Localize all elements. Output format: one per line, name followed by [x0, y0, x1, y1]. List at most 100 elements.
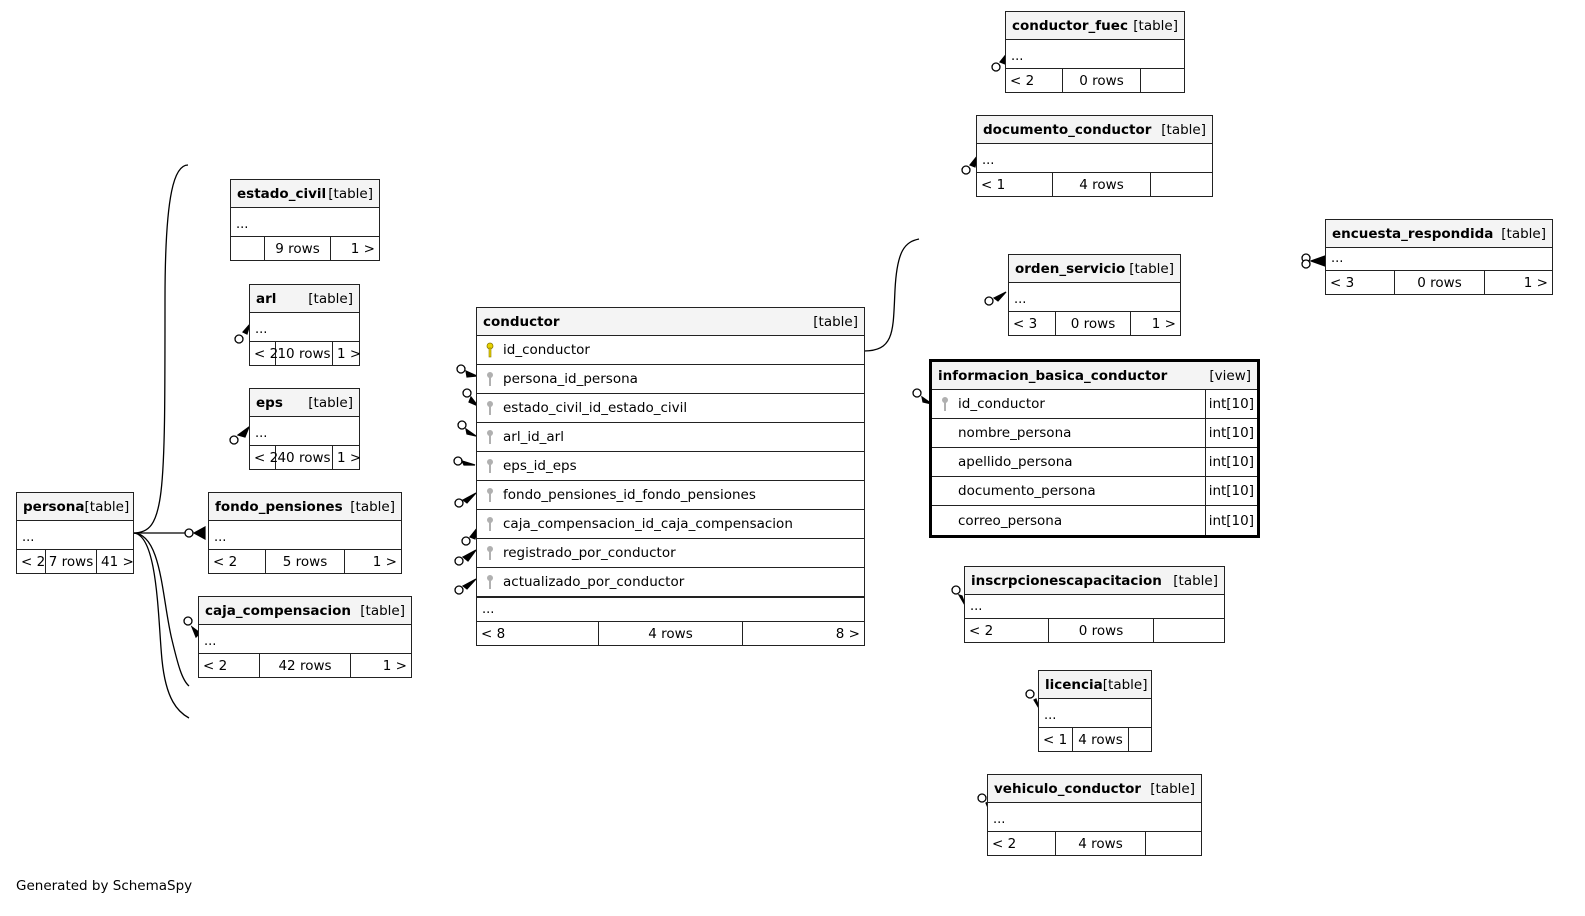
- table-name: estado_civil: [237, 185, 327, 202]
- parent-count[interactable]: [231, 237, 265, 260]
- parent-count[interactable]: < 1: [1039, 728, 1073, 751]
- table-kind: [table]: [328, 185, 373, 202]
- column-row[interactable]: fondo_pensiones_id_fondo_pensiones: [477, 481, 864, 510]
- column-row[interactable]: actualizado_por_conductor: [477, 568, 864, 597]
- child-count[interactable]: [1151, 173, 1212, 196]
- column-row[interactable]: persona_id_persona: [477, 365, 864, 394]
- row-count: 9 rows: [265, 237, 331, 260]
- column-row[interactable]: arl_id_arl: [477, 423, 864, 452]
- child-count[interactable]: 1 >: [337, 345, 362, 362]
- parent-count[interactable]: < 2: [250, 446, 278, 469]
- parent-count[interactable]: < 2: [965, 619, 1049, 642]
- table-documento-conductor[interactable]: documento_conductor [table] ... < 1 4 ro…: [976, 115, 1213, 197]
- parent-count[interactable]: < 2: [199, 654, 260, 677]
- table-conductor[interactable]: conductor [table] id_conductor persona_i…: [476, 307, 865, 646]
- child-count[interactable]: [1129, 728, 1151, 751]
- table-licencia[interactable]: licencia [table] ... < 1 4 rows: [1038, 670, 1152, 752]
- table-kind: [table]: [1133, 17, 1178, 34]
- table-arl[interactable]: arl [table] ... < 2 10 rows 1 >: [249, 284, 361, 366]
- table-name: conductor: [483, 313, 560, 330]
- relationship-line: [132, 532, 190, 687]
- column-row[interactable]: registrado_por_conductor: [477, 539, 864, 568]
- table-kind: [table]: [1150, 780, 1195, 797]
- table-header: eps [table]: [250, 389, 359, 417]
- column-name: nombre_persona: [958, 425, 1072, 441]
- parent-count[interactable]: < 3: [1326, 271, 1395, 294]
- foreign-key-icon: [487, 430, 493, 444]
- column-type: int[10]: [1204, 477, 1257, 505]
- table-kind: [table]: [350, 498, 395, 515]
- table-eps[interactable]: eps [table] ... < 2 40 rows 1 >: [249, 388, 361, 470]
- parent-count[interactable]: < 2: [209, 550, 266, 573]
- child-count[interactable]: [1146, 832, 1201, 855]
- column-row[interactable]: documento_persona int[10]: [932, 477, 1257, 506]
- parent-count[interactable]: < 2: [250, 342, 278, 365]
- column-name: correo_persona: [958, 512, 1063, 529]
- table-header: informacion_basica_conductor [view]: [932, 362, 1257, 390]
- table-footer: 9 rows 1 >: [231, 237, 379, 260]
- view-informacion-basica-conductor[interactable]: informacion_basica_conductor [view] id_c…: [929, 359, 1260, 538]
- table-name: fondo_pensiones: [215, 498, 343, 515]
- child-count[interactable]: 1 >: [1151, 315, 1176, 332]
- column-row[interactable]: eps_id_eps: [477, 452, 864, 481]
- table-kind: [table]: [84, 498, 130, 515]
- parent-count[interactable]: < 2: [1006, 69, 1063, 92]
- table-persona[interactable]: persona [table] ... < 2 7 rows 41 >: [16, 492, 134, 574]
- child-count[interactable]: 1 >: [1523, 274, 1548, 291]
- table-orden-servicio[interactable]: orden_servicio [table] ... < 3 0 rows 1 …: [1008, 254, 1181, 336]
- more-columns: ...: [250, 417, 359, 446]
- relationship-line: [132, 164, 189, 534]
- parent-count[interactable]: < 1: [977, 173, 1053, 196]
- parent-count[interactable]: < 2: [17, 550, 46, 573]
- table-header: vehiculo_conductor [table]: [988, 775, 1201, 803]
- table-inscrpcionescapacitacion[interactable]: inscrpcionescapacitacion [table] ... < 2…: [964, 566, 1225, 643]
- table-name: conductor_fuec: [1012, 17, 1128, 34]
- table-kind: [table]: [1173, 572, 1218, 589]
- parent-count[interactable]: < 2: [988, 832, 1056, 855]
- column-type: int[10]: [1204, 448, 1257, 476]
- column-row[interactable]: caja_compensacion_id_caja_compensacion: [477, 510, 864, 539]
- table-footer: < 1 4 rows: [977, 173, 1212, 196]
- child-count[interactable]: 1 >: [337, 449, 362, 466]
- column-row[interactable]: correo_persona int[10]: [932, 506, 1257, 535]
- table-header: inscrpcionescapacitacion [table]: [965, 567, 1224, 595]
- column-row[interactable]: id_conductor: [477, 336, 864, 365]
- column-name: documento_persona: [958, 483, 1096, 499]
- child-count[interactable]: 1 >: [372, 553, 397, 570]
- table-fondo-pensiones[interactable]: fondo_pensiones [table] ... < 2 5 rows 1…: [208, 492, 402, 574]
- table-name: licencia: [1045, 676, 1103, 693]
- parent-count[interactable]: < 3: [1009, 312, 1056, 335]
- child-count[interactable]: [1141, 69, 1184, 92]
- row-count: 4 rows: [1053, 173, 1151, 196]
- table-header: persona [table]: [17, 493, 133, 521]
- table-estado-civil[interactable]: estado_civil [table] ... 9 rows 1 >: [230, 179, 380, 261]
- column-name: fondo_pensiones_id_fondo_pensiones: [503, 487, 756, 503]
- child-count[interactable]: [1154, 619, 1224, 642]
- child-count[interactable]: 41 >: [101, 553, 134, 570]
- row-count: 4 rows: [1073, 728, 1129, 751]
- column-row[interactable]: estado_civil_id_estado_civil: [477, 394, 864, 423]
- child-count[interactable]: 1 >: [382, 657, 407, 674]
- more-columns: ...: [17, 521, 133, 550]
- row-count: 0 rows: [1049, 619, 1154, 642]
- relationship-line: [863, 238, 920, 352]
- table-kind: [view]: [1209, 367, 1251, 384]
- child-count[interactable]: 8 >: [835, 625, 860, 642]
- column-type: int[10]: [1204, 506, 1257, 535]
- parent-count[interactable]: < 8: [477, 622, 599, 645]
- table-header: encuesta_respondida [table]: [1326, 220, 1552, 248]
- row-count: 40 rows: [276, 446, 333, 469]
- row-count: 10 rows: [276, 342, 333, 365]
- table-name: encuesta_respondida: [1332, 225, 1494, 242]
- table-header: estado_civil [table]: [231, 180, 379, 208]
- table-conductor-fuec[interactable]: conductor_fuec [table] ... < 2 0 rows: [1005, 11, 1185, 93]
- more-columns: ...: [231, 208, 379, 237]
- table-vehiculo-conductor[interactable]: vehiculo_conductor [table] ... < 2 4 row…: [987, 774, 1202, 856]
- child-count[interactable]: 1 >: [350, 240, 375, 257]
- table-encuesta-respondida[interactable]: encuesta_respondida [table] ... < 3 0 ro…: [1325, 219, 1553, 295]
- table-caja-compensacion[interactable]: caja_compensacion [table] ... < 2 42 row…: [198, 596, 412, 678]
- table-footer: < 1 4 rows: [1039, 728, 1151, 751]
